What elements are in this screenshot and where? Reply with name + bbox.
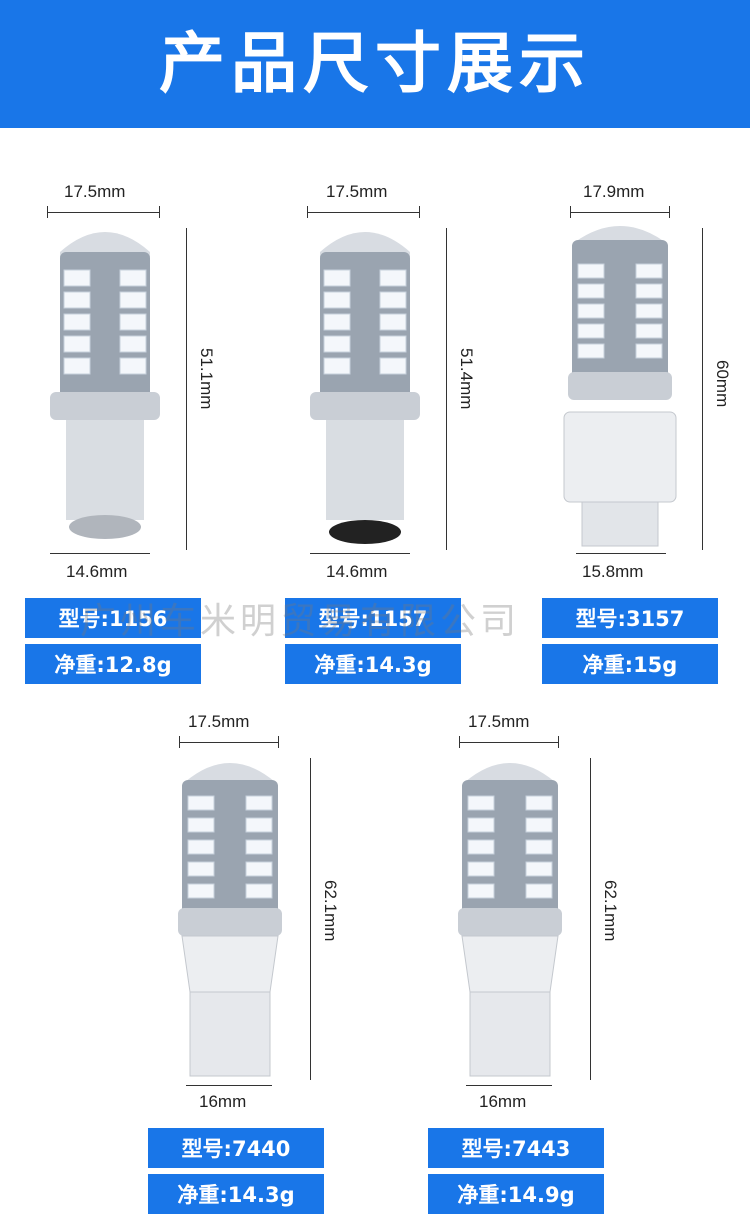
dimension-line xyxy=(307,212,420,213)
model-label: 型号:1157 xyxy=(285,598,461,638)
dimension-line xyxy=(179,742,279,743)
bulb-image-7443 xyxy=(458,763,562,1077)
weight-label: 净重:14.3g xyxy=(285,644,461,684)
dimension-tick xyxy=(278,736,279,748)
dimension-tick xyxy=(159,206,160,218)
dimension-line xyxy=(50,553,150,554)
top-width-label: 17.9mm xyxy=(583,182,645,201)
height-label: 60mm xyxy=(713,360,732,408)
weight-label: 净重:15g xyxy=(542,644,718,684)
model-label: 型号:3157 xyxy=(542,598,718,638)
top-width-label: 17.5mm xyxy=(64,182,126,201)
model-label: 型号:7440 xyxy=(148,1128,324,1168)
dimension-line xyxy=(186,1085,272,1086)
dimension-line xyxy=(47,212,160,213)
dimension-line xyxy=(310,553,410,554)
weight-label: 净重:14.9g xyxy=(428,1174,604,1214)
height-label: 51.4mm xyxy=(457,348,476,410)
bottom-width-label: 14.6mm xyxy=(326,562,388,581)
bulb-image-3157 xyxy=(563,226,677,547)
dimension-line xyxy=(459,742,559,743)
bottom-width-label: 14.6mm xyxy=(66,562,128,581)
dimension-tick xyxy=(669,206,670,218)
dimension-tick xyxy=(459,736,460,748)
dimension-line xyxy=(590,758,591,1080)
dimension-tick xyxy=(179,736,180,748)
dimension-tick xyxy=(558,736,559,748)
top-width-label: 17.5mm xyxy=(468,712,530,731)
bottom-width-label: 16mm xyxy=(199,1092,247,1111)
bottom-width-label: 15.8mm xyxy=(582,562,644,581)
model-label: 型号:7443 xyxy=(428,1128,604,1168)
model-label: 型号:1156 xyxy=(25,598,201,638)
dimension-tick xyxy=(307,206,308,218)
page-title: 产品尺寸展示 xyxy=(159,25,591,102)
dimension-line xyxy=(310,758,311,1080)
top-width-label: 17.5mm xyxy=(326,182,388,201)
watermark: 广州车米明贸易有限公司 xyxy=(80,601,521,642)
bulb-image-1156 xyxy=(50,232,160,539)
weight-label: 净重:14.3g xyxy=(148,1174,324,1214)
dimension-tick xyxy=(47,206,48,218)
height-label: 62.1mm xyxy=(321,880,340,942)
weight-label: 净重:12.8g xyxy=(25,644,201,684)
bottom-width-label: 16mm xyxy=(479,1092,527,1111)
height-label: 62.1mm xyxy=(601,880,620,942)
dimension-line xyxy=(702,228,703,550)
dimension-tick xyxy=(570,206,571,218)
dimension-line xyxy=(576,553,666,554)
height-label: 51.1mm xyxy=(197,348,216,410)
header-banner xyxy=(0,0,750,128)
dimension-line xyxy=(446,228,447,550)
bulb-image-1157 xyxy=(310,232,420,544)
bulb-image-7440 xyxy=(178,763,282,1077)
top-width-label: 17.5mm xyxy=(188,712,250,731)
dimension-line xyxy=(466,1085,552,1086)
dimension-tick xyxy=(419,206,420,218)
dimension-line xyxy=(186,228,187,550)
dimension-line xyxy=(570,212,670,213)
